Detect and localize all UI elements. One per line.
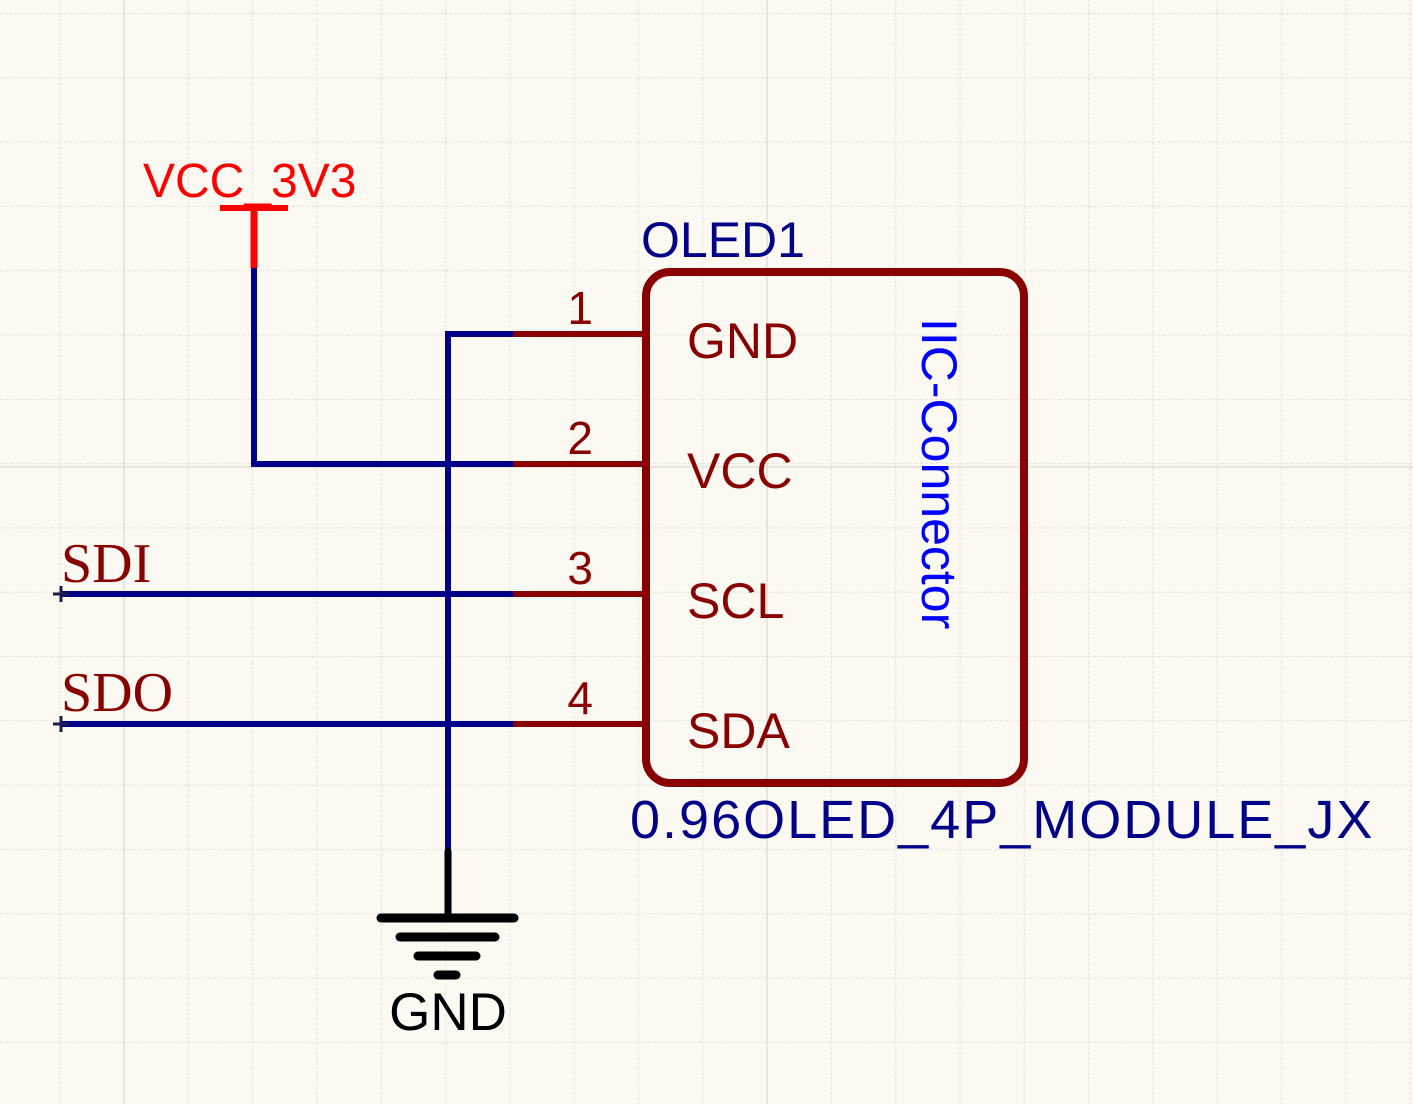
ground-label[interactable]: GND bbox=[389, 983, 507, 1042]
component-oled1[interactable]: OLED1 0.96OLED_4P_MODULE_JX IIC-Connecto… bbox=[513, 212, 1374, 850]
pin-3-number[interactable]: 3 bbox=[567, 542, 593, 594]
pin-2-number[interactable]: 2 bbox=[567, 412, 593, 464]
ground-symbol[interactable]: GND bbox=[376, 847, 519, 1042]
pin-2-name[interactable]: VCC bbox=[687, 443, 793, 499]
component-body[interactable] bbox=[642, 268, 1028, 787]
wire-anchor-cross-icon bbox=[53, 586, 69, 602]
pin-4-number[interactable]: 4 bbox=[567, 672, 593, 724]
net-label-sdo[interactable]: SDO bbox=[61, 662, 173, 724]
pin-1-number[interactable]: 1 bbox=[567, 282, 593, 334]
wire-anchor-cross-icon bbox=[53, 716, 69, 732]
power-flag-vcc3v3[interactable]: VCC_3V3 bbox=[143, 155, 356, 268]
wire-gnd[interactable] bbox=[445, 331, 516, 853]
component-part-name[interactable]: 0.96OLED_4P_MODULE_JX bbox=[630, 790, 1374, 850]
pin-4-name[interactable]: SDA bbox=[687, 703, 790, 759]
net-label-sdi[interactable]: SDI bbox=[61, 533, 151, 595]
component-designator[interactable]: OLED1 bbox=[641, 212, 805, 268]
pin-3-name[interactable]: SCL bbox=[687, 573, 784, 629]
wire-vcc[interactable] bbox=[251, 266, 516, 467]
pin-1-name[interactable]: GND bbox=[687, 313, 798, 369]
component-type-label[interactable]: IIC-Connector bbox=[911, 318, 967, 629]
power-net-label[interactable]: VCC_3V3 bbox=[143, 155, 356, 208]
